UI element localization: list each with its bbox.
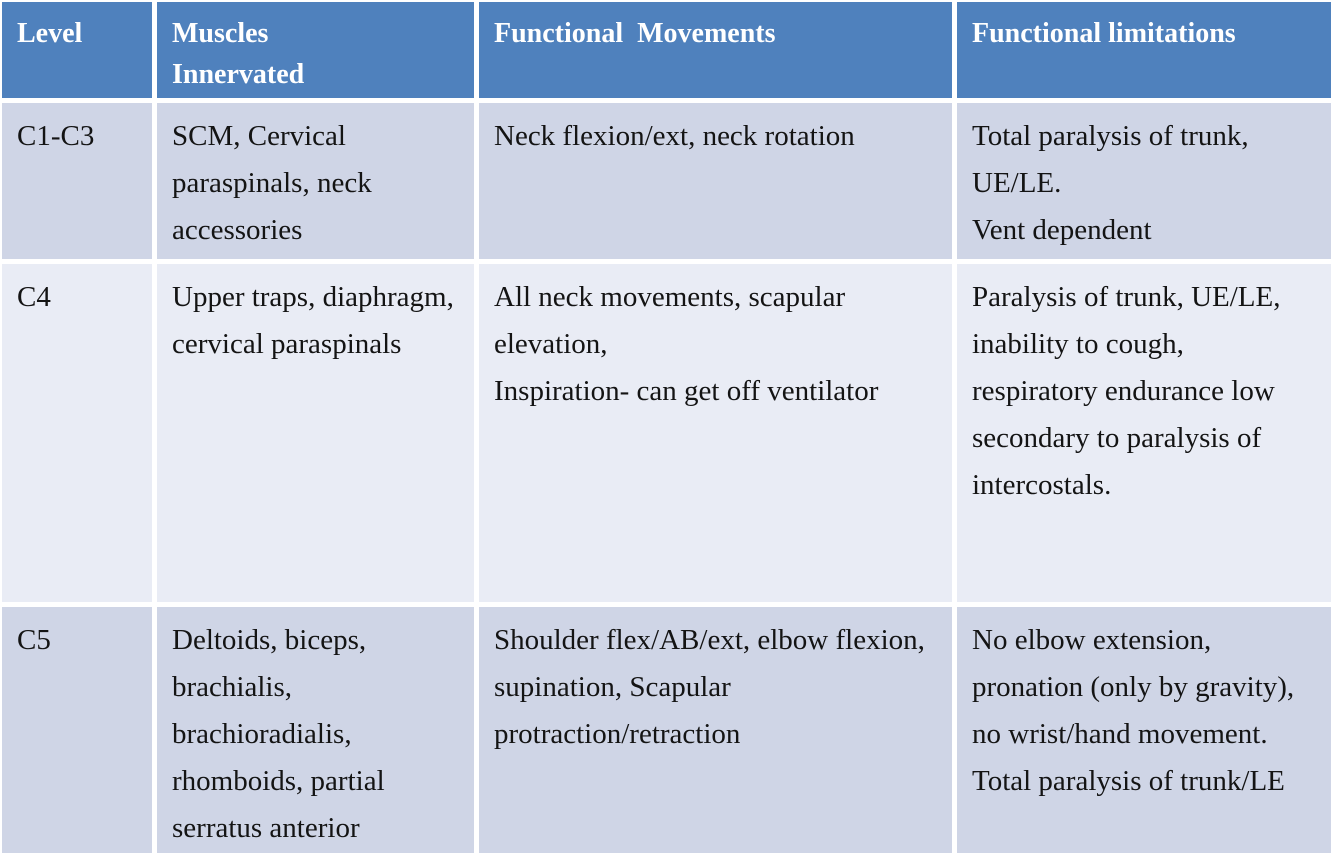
cell-c5-limitations: No elbow extension, pronation (only by g…: [957, 607, 1331, 853]
cell-c5-movements: Shoulder flex/AB/ext, elbow flexion, sup…: [479, 607, 952, 853]
cell-c1c3-limitations: Total paralysis of trunk, UE/LE. Vent de…: [957, 103, 1331, 259]
cell-c4-level: C4: [2, 264, 152, 602]
cell-c4-limitations: Paralysis of trunk, UE/LE, inability to …: [957, 264, 1331, 602]
cell-c5-muscles: Deltoids, biceps, brachialis, brachiorad…: [157, 607, 474, 853]
cell-c1c3-muscles: SCM, Cervical paraspinals, neck accessor…: [157, 103, 474, 259]
header-cell-level: Level: [2, 2, 152, 98]
cell-c4-muscles: Upper traps, diaphragm, cervical paraspi…: [157, 264, 474, 602]
cell-c1c3-level: C1-C3: [2, 103, 152, 259]
header-cell-functional-movements: Functional Movements: [479, 2, 952, 98]
header-cell-functional-limitations: Functional limitations: [957, 2, 1331, 98]
cell-c1c3-movements: Neck flexion/ext, neck rotation: [479, 103, 952, 259]
cell-c5-level: C5: [2, 607, 152, 853]
header-cell-muscles-innervated: Muscles Innervated: [157, 2, 474, 98]
cell-c4-movements: All neck movements, scapular elevation, …: [479, 264, 952, 602]
